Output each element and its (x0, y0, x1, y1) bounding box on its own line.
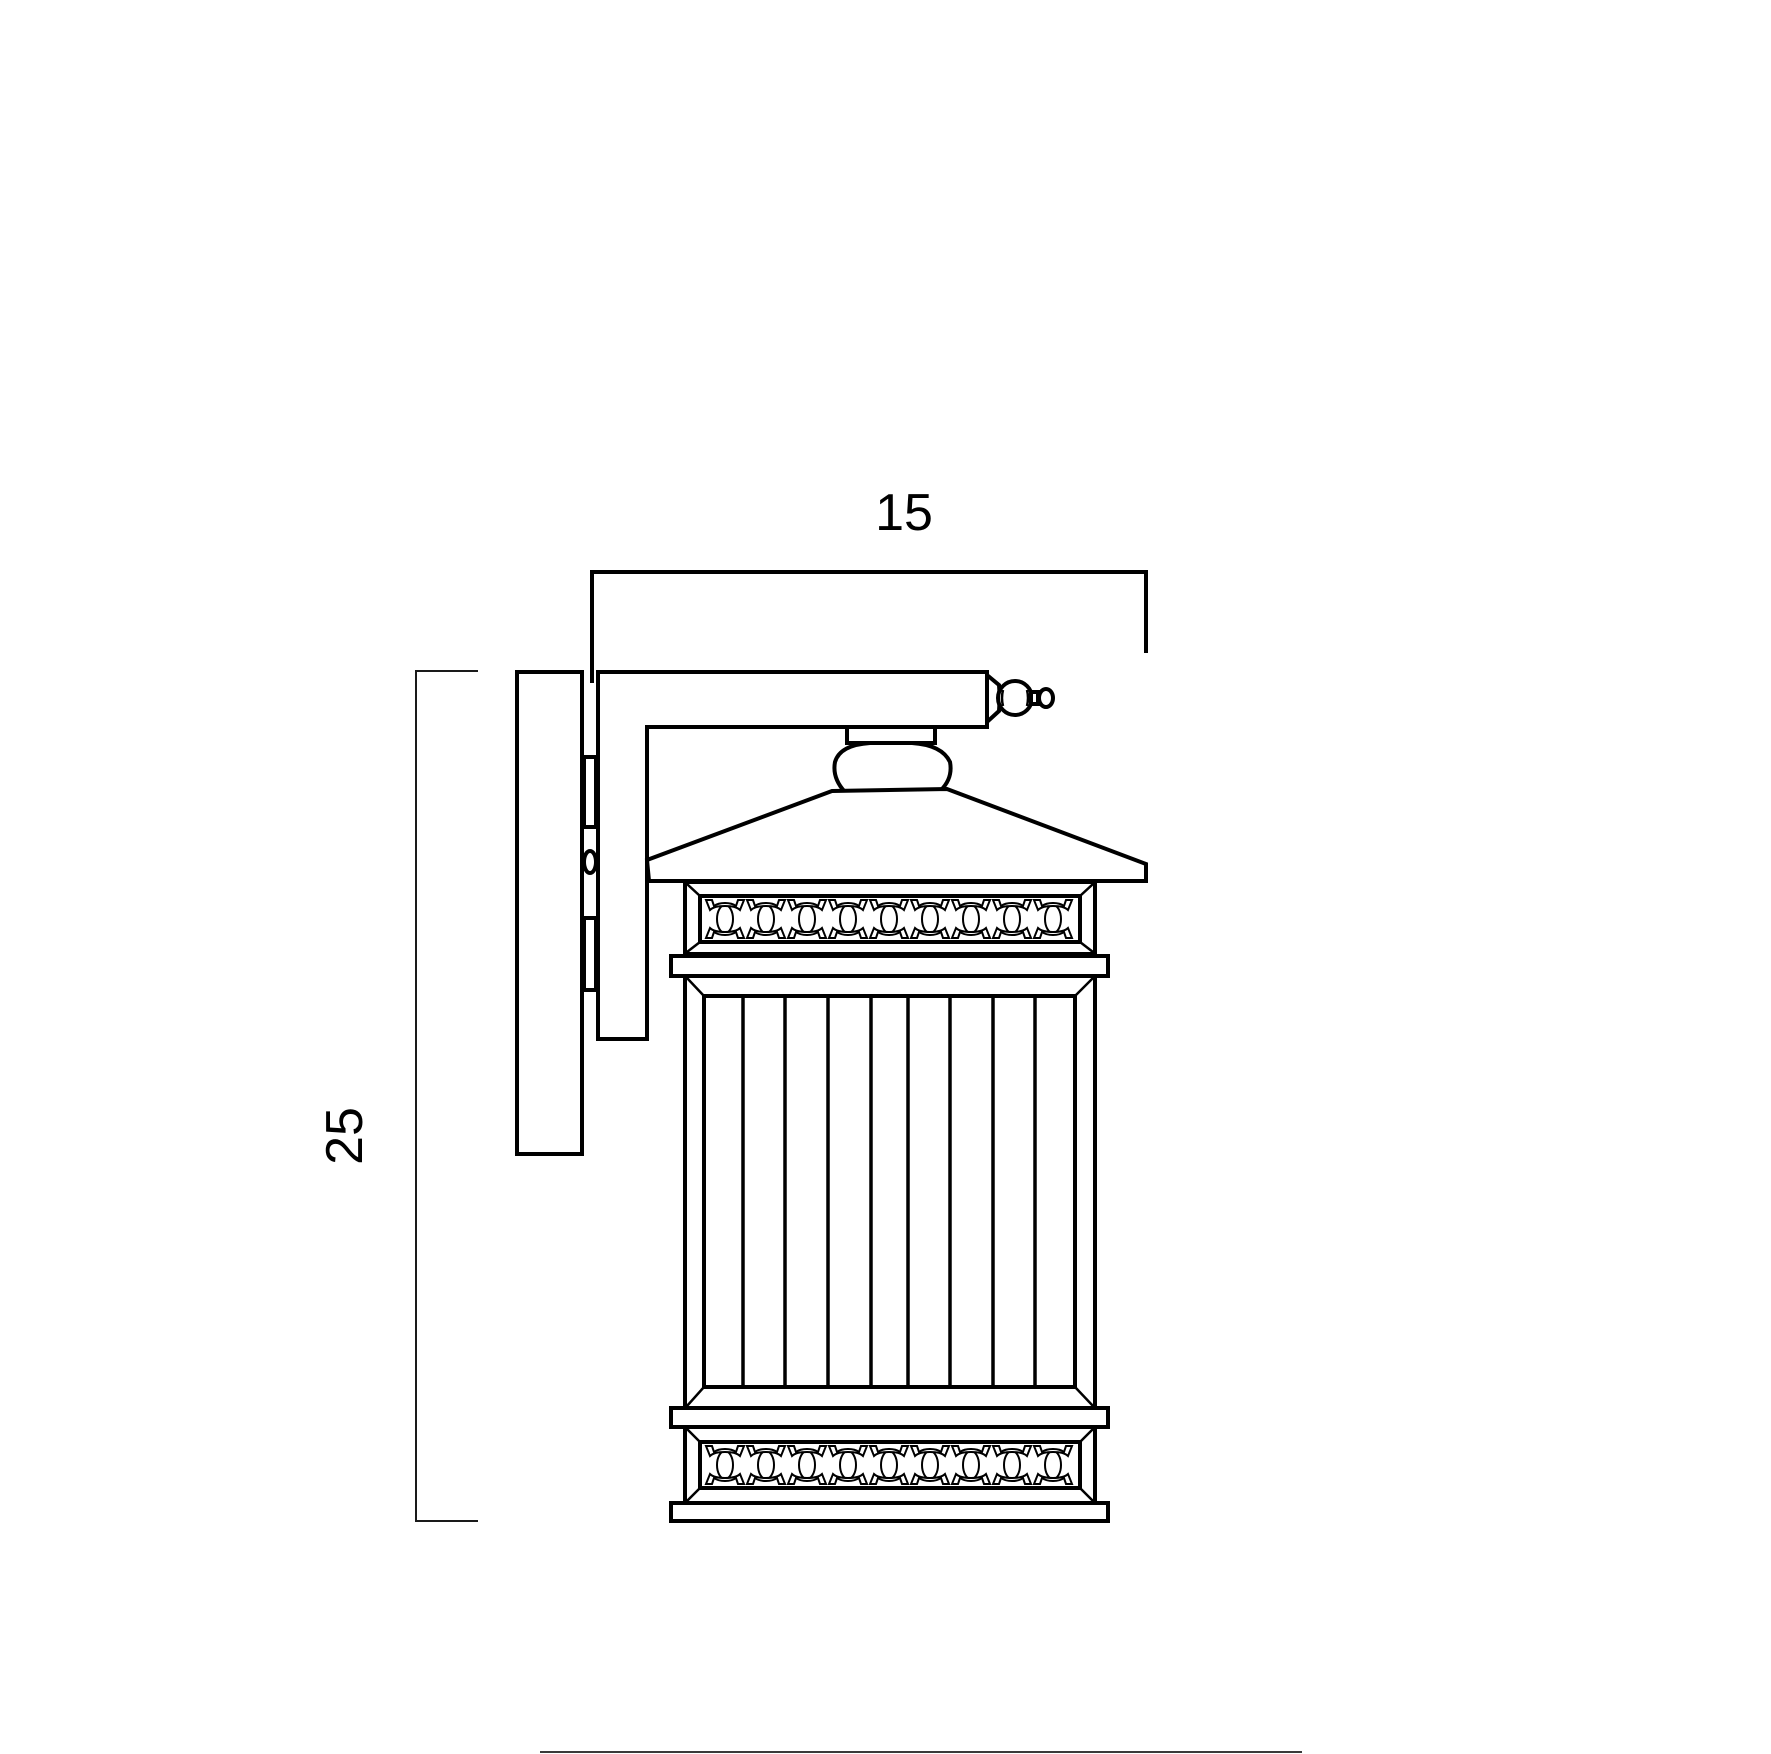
lower-trim-bar (669, 1406, 1110, 1429)
upper-trim-bar (669, 954, 1110, 978)
height-dimension-label: 25 (316, 1107, 374, 1165)
finial-stem (1029, 690, 1040, 706)
mounting-screws (582, 755, 598, 992)
screw-tab-lower (582, 916, 598, 992)
lantern-body (669, 880, 1110, 1523)
width-dimension-line (590, 570, 1148, 683)
finial (985, 670, 1055, 727)
ornament-pattern-top (705, 899, 1073, 939)
height-dimension-line (415, 670, 478, 1522)
width-dimension: 15 (590, 484, 1148, 683)
glass-panel (683, 974, 1097, 1410)
glass-ribs (741, 996, 1037, 1387)
base-trim-bar (669, 1501, 1110, 1523)
finial-knob (1037, 687, 1055, 709)
roof-cap (644, 786, 1148, 883)
width-dimension-label: 15 (875, 484, 933, 542)
height-dimension: 25 (316, 670, 478, 1522)
top-ornament-band (683, 880, 1097, 956)
wall-plate (515, 670, 584, 1156)
ornament-pattern-bottom (705, 1445, 1073, 1485)
bracket-arm (596, 670, 989, 1041)
hanging-collar (845, 725, 937, 745)
screw-head (582, 849, 598, 875)
bottom-ornament-band (683, 1425, 1097, 1505)
screw-tab-upper (582, 755, 598, 829)
glass-inner (702, 994, 1077, 1389)
collar-bulb (832, 741, 953, 795)
